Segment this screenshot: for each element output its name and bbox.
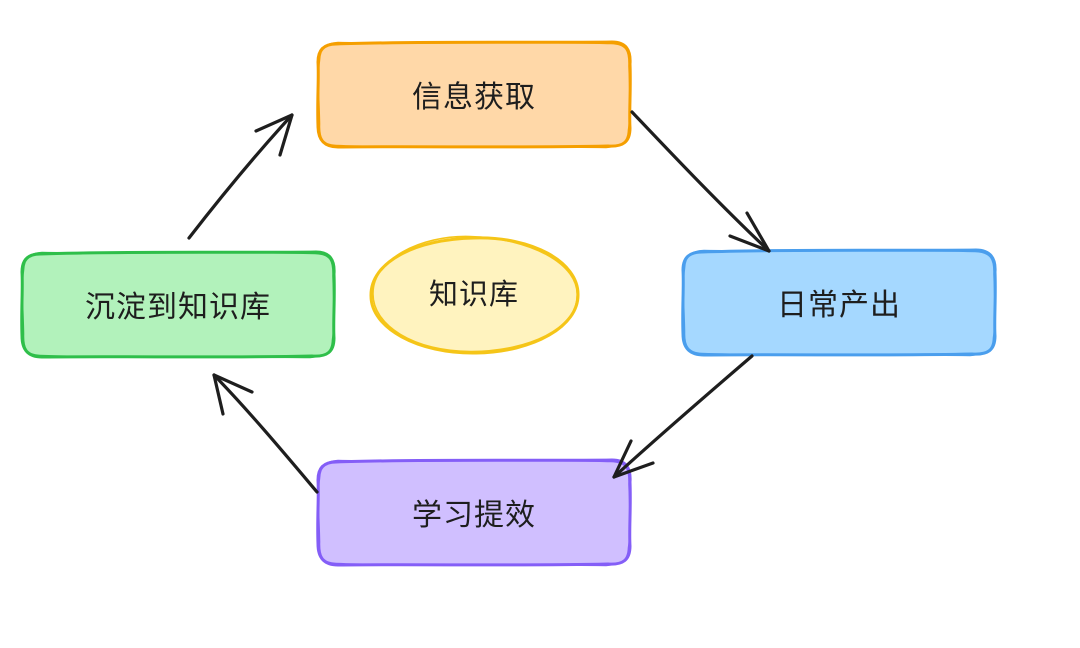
- node-store[interactable]: [20, 250, 336, 359]
- arrow-output-to-learn-shaft: [612, 354, 754, 479]
- node-output-box: [681, 248, 997, 357]
- arrow-info-to-output-head: [728, 211, 771, 253]
- arrow-learn-to-store: [212, 373, 319, 494]
- arrow-store-to-info: [187, 113, 294, 240]
- arrow-output-to-learn: [612, 354, 754, 479]
- center-knowledge-base[interactable]: [369, 235, 580, 355]
- arrow-learn-to-store-shaft: [212, 373, 319, 494]
- node-learn-box: [316, 458, 632, 567]
- node-store-outline2: [21, 251, 335, 359]
- node-info-box: [316, 40, 632, 149]
- node-store-box: [20, 250, 336, 359]
- arrow-learn-to-store-head: [212, 373, 254, 416]
- arrow-info-to-output: [630, 110, 771, 253]
- node-output-outline2: [682, 249, 996, 357]
- node-info-outline2: [317, 41, 631, 149]
- node-output[interactable]: [681, 248, 997, 357]
- node-learn[interactable]: [316, 458, 632, 567]
- center-ellipse-outline2: [372, 235, 578, 353]
- arrow-store-to-info-head: [254, 113, 294, 157]
- node-learn-outline2: [317, 459, 631, 567]
- arrow-info-to-output-shaft: [630, 110, 771, 253]
- arrow-store-to-info-shaft: [187, 113, 294, 240]
- node-info[interactable]: [316, 40, 632, 149]
- arrow-output-to-learn-head: [612, 439, 655, 479]
